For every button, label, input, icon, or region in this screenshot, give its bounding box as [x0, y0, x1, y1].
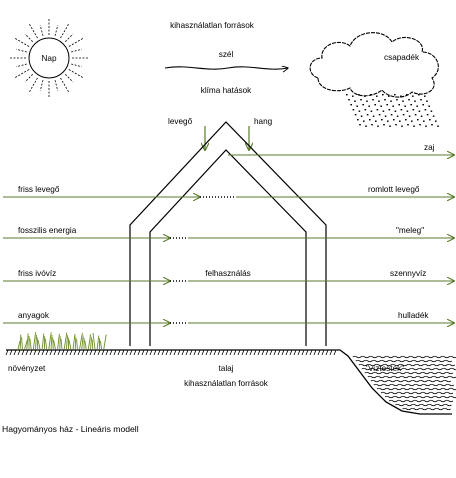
usage-label: felhasználás — [205, 269, 251, 278]
sun-icon: Nap — [9, 18, 89, 98]
sound-label: hang — [254, 117, 273, 126]
water-body — [352, 355, 456, 411]
wastewater-label: szennyvíz — [390, 269, 426, 278]
flow-row-energy: fosszilis energia "meleg" — [3, 226, 454, 238]
fossil-energy-label: fosszilis energia — [18, 226, 77, 235]
soil-label: talaj — [218, 364, 233, 373]
vegetation-label: növényzet — [8, 364, 46, 373]
materials-label: anyagok — [18, 311, 50, 320]
rain-icon — [346, 94, 439, 127]
flow-row-air: friss levegő romlott levegő — [3, 185, 454, 197]
heat-label: "meleg" — [396, 226, 424, 235]
wind-label: szél — [219, 50, 234, 59]
flow-row-water: friss ivóvíz szennyvíz — [3, 269, 454, 281]
noise-label: zaj — [424, 143, 435, 152]
ground-line — [5, 349, 452, 415]
house-outline — [129, 121, 327, 346]
grass-icon — [17, 332, 107, 350]
fresh-air-label: friss levegő — [18, 185, 60, 194]
figure-caption: Hagyományos ház - Lineáris modell — [2, 424, 139, 434]
stale-air-label: romlott levegő — [368, 185, 420, 194]
flow-row-materials: anyagok hulladék — [3, 311, 454, 323]
cloud-icon: csapadék — [309, 32, 439, 98]
sun-label: Nap — [41, 54, 56, 63]
precipitation-label: csapadék — [384, 53, 420, 62]
climate-effects-label: klíma hatások — [201, 86, 252, 95]
fresh-water-label: friss ivóvíz — [18, 269, 56, 278]
groundwater-label: "víztestek" — [366, 364, 404, 373]
waste-label: hulladék — [398, 311, 429, 320]
unused-sources-bottom-label: kihasználatlan források — [184, 379, 269, 388]
air-label: levegő — [168, 117, 193, 126]
unused-sources-top-label: kihasználatlan források — [170, 21, 255, 30]
wind-arrow — [164, 67, 288, 69]
